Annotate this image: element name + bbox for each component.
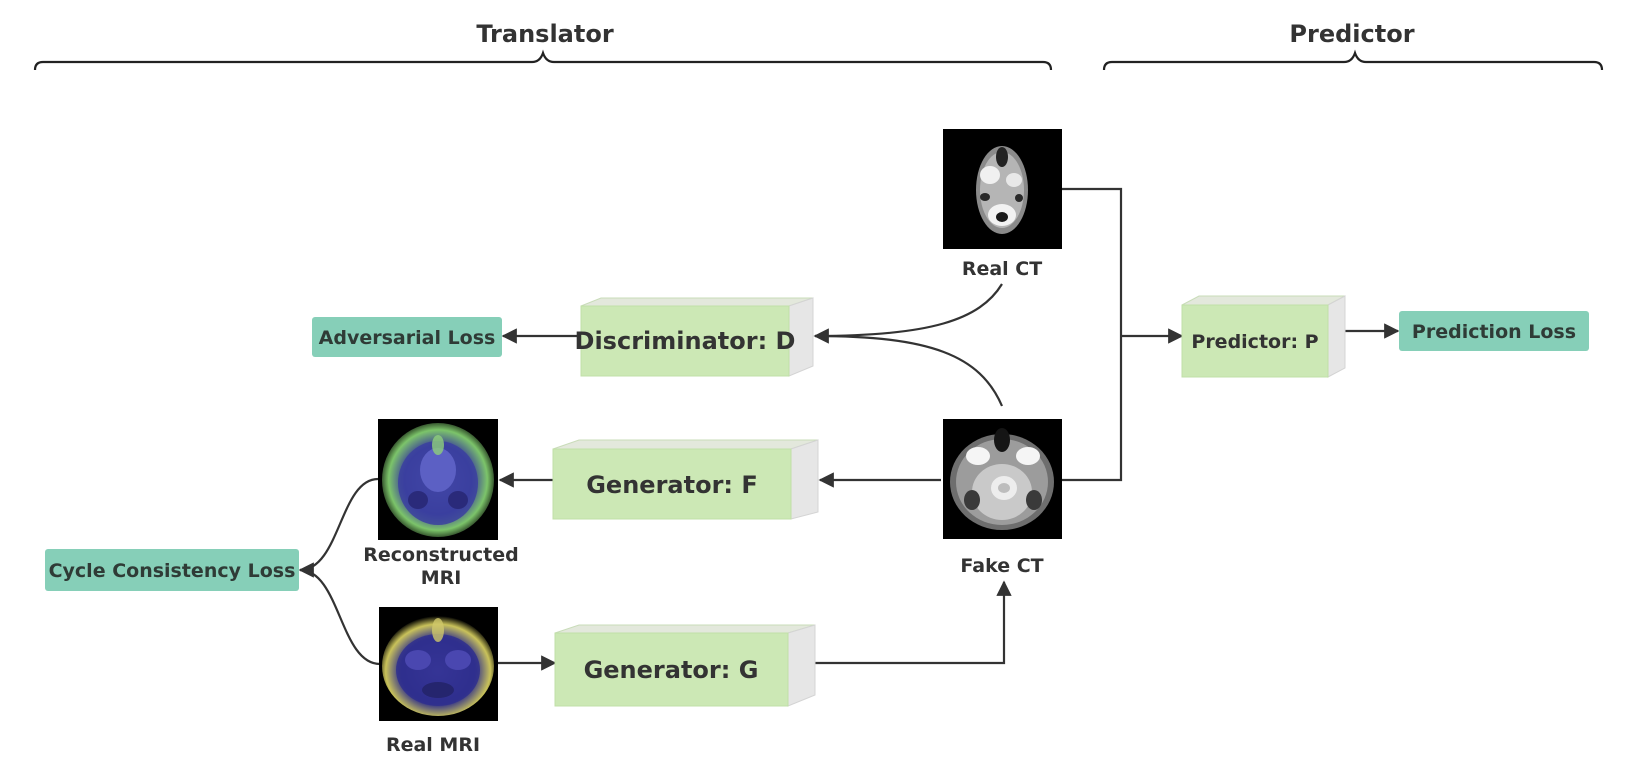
fake-ct-label: Fake CT xyxy=(960,555,1043,577)
real-ct-label: Real CT xyxy=(962,258,1042,280)
cycle-consistency-loss-label: Cycle Consistency Loss xyxy=(49,560,296,582)
generator-g-module: Generator: G xyxy=(554,624,816,707)
edge-reconmri-cycleloss xyxy=(298,477,379,578)
adversarial-loss-label: Adversarial Loss xyxy=(319,327,496,349)
real-ct-image xyxy=(943,129,1062,249)
generator-g-label: Generator: G xyxy=(584,656,759,684)
edge-realct-predictor xyxy=(1061,187,1123,482)
cycle-consistency-loss-box: Cycle Consistency Loss xyxy=(45,549,299,591)
discriminator-module: Discriminator: D xyxy=(575,297,814,377)
prediction-loss-label: Prediction Loss xyxy=(1412,321,1576,343)
predictor-brace xyxy=(1102,49,1604,71)
edge-generatorg-fakect xyxy=(815,580,1012,665)
predictor-title: Predictor xyxy=(1289,20,1414,48)
translator-brace xyxy=(33,49,1053,71)
generator-f-module: Generator: F xyxy=(552,439,819,520)
reconstructed-mri-label-line1: Reconstructed xyxy=(363,544,518,566)
edge-fakect-discriminator xyxy=(814,334,1004,407)
translator-title: Translator xyxy=(476,20,614,48)
predictor-module: Predictor: P xyxy=(1181,295,1346,378)
reconstructed-mri-label-line2: MRI xyxy=(421,567,462,589)
reconstructed-mri-image xyxy=(378,419,498,540)
generator-f-label: Generator: F xyxy=(586,471,758,499)
discriminator-label: Discriminator: D xyxy=(575,327,796,355)
fake-ct-image xyxy=(943,419,1062,539)
adversarial-loss-box: Adversarial Loss xyxy=(312,317,502,357)
edge-realmri-cycleloss xyxy=(299,568,381,666)
prediction-loss-box: Prediction Loss xyxy=(1399,311,1589,351)
edge-realct-discriminator xyxy=(813,283,1003,344)
real-mri-image xyxy=(379,607,498,721)
predictor-label: Predictor: P xyxy=(1191,331,1318,353)
real-mri-label: Real MRI xyxy=(386,734,480,756)
